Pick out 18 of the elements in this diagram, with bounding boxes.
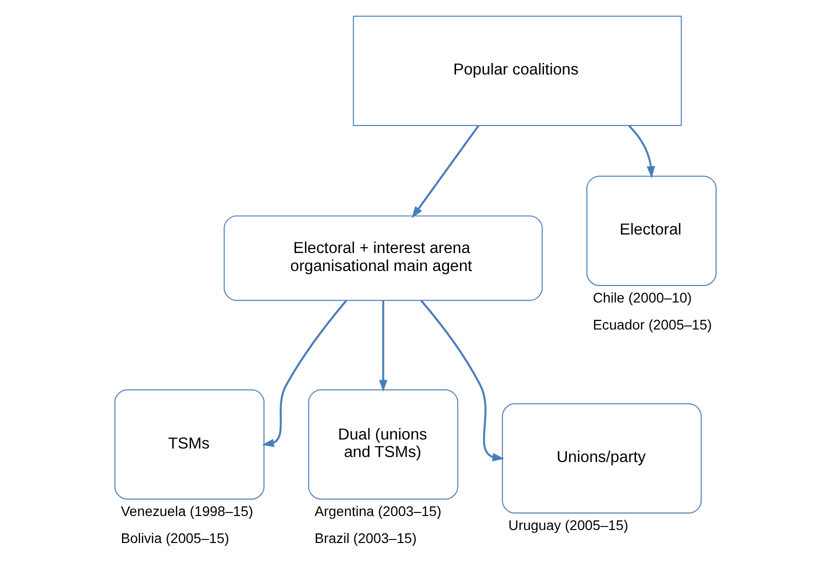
arrow: [262, 300, 348, 448]
node-label: Brazil (2003–15): [314, 530, 417, 546]
node-box: TSMs: [114, 389, 264, 500]
node-label: Chile (2000–10): [592, 290, 692, 306]
node-box: Electoral + interest arena organisational main agent: [224, 215, 543, 301]
node-box: Electoral: [586, 176, 717, 286]
arrow: [379, 300, 388, 392]
node-box: Unions/party: [502, 403, 702, 514]
arrow: [420, 300, 504, 462]
node-box: Dual (unions and TSMs): [308, 389, 458, 500]
arrow: [412, 125, 480, 218]
node-label: Argentina (2003–15): [314, 503, 442, 520]
node-label: Ecuador (2005–15): [592, 316, 712, 332]
node-label: Venezuela (1998–15): [120, 503, 254, 520]
node-label: Uruguay (2005–15): [508, 517, 628, 534]
node-box: Popular coalitions: [352, 16, 682, 126]
node-label: Bolivia (2005–15): [120, 530, 230, 546]
arrow: [628, 125, 656, 178]
